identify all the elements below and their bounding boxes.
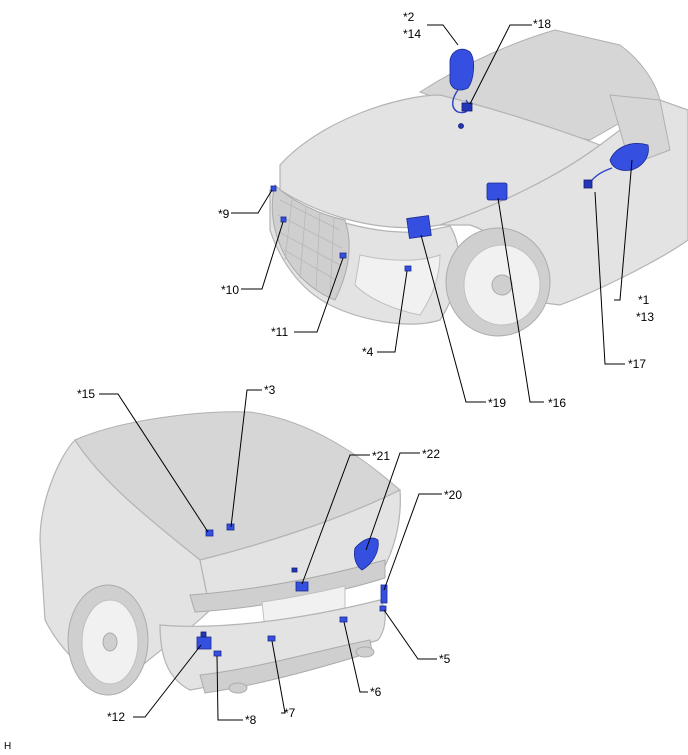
component-sensor-11 — [339, 252, 347, 259]
component-sensor-9 — [270, 185, 277, 192]
leader-lines — [99, 24, 633, 721]
component-outer-mirror-left — [449, 48, 474, 129]
component-sensor-6 — [339, 616, 348, 623]
label-l13: *13 — [636, 310, 654, 324]
component-sensor-3 — [226, 523, 235, 531]
label-l22: *22 — [422, 447, 440, 461]
label-l3: *3 — [264, 383, 276, 397]
component-module-21 — [291, 567, 309, 592]
label-l16: *16 — [548, 396, 566, 410]
component-sensor-7 — [267, 635, 276, 642]
label-l4: *4 — [362, 345, 374, 359]
component-sensor-5 — [379, 605, 387, 612]
rear-tail-light-band — [189, 559, 386, 613]
front-wheel — [445, 227, 551, 337]
label-l2: *2 — [403, 10, 415, 24]
label-l12: *12 — [107, 710, 125, 724]
component-sensor-15 — [205, 529, 214, 537]
front-grille — [271, 184, 350, 301]
label-l6: *6 — [370, 685, 382, 699]
label-l19: *19 — [488, 396, 506, 410]
component-module-20 — [380, 584, 388, 604]
component-module-16 — [486, 182, 508, 201]
rear-exhaust-left — [228, 682, 248, 694]
component-sensor-4 — [404, 265, 412, 272]
label-l7: *7 — [284, 706, 296, 720]
label-l10: *10 — [221, 283, 239, 297]
rear-exhaust-right — [355, 646, 375, 658]
grille-mesh — [277, 199, 343, 299]
label-l9: *9 — [218, 207, 230, 221]
component-sensor-8 — [213, 650, 222, 657]
label-l11: *11 — [271, 325, 288, 339]
rear-vehicle-view — [39, 411, 401, 696]
label-l15: *15 — [77, 387, 95, 401]
rear-wheel — [67, 584, 149, 696]
front-vehicle-view — [269, 29, 688, 337]
diagram-letter: H — [4, 741, 11, 752]
component-antenna-22 — [354, 537, 379, 571]
component-outer-mirror-right — [583, 143, 649, 189]
label-l17: *17 — [628, 357, 646, 371]
front-lower-intake — [354, 254, 441, 316]
label-l20: *20 — [444, 488, 462, 502]
label-l5: *5 — [439, 652, 451, 666]
label-l21: *21 — [372, 449, 390, 463]
label-l8: *8 — [245, 713, 257, 727]
label-l1: *1 — [638, 293, 650, 307]
label-l18: *18 — [533, 17, 551, 31]
callout-labels: *2 *14 *18 *9 *10 *11 *4 *1 *13 *17 *19 … — [4, 10, 654, 752]
label-l14: *14 — [403, 27, 421, 41]
component-sensor-10 — [280, 216, 287, 223]
component-ecu-19 — [406, 215, 432, 239]
